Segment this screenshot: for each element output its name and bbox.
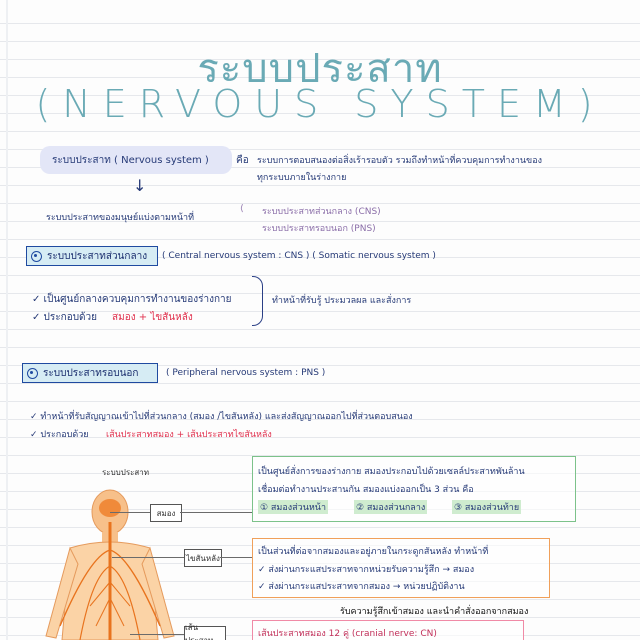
- title-thai: ระบบประสาท: [197, 46, 443, 92]
- division-text: ระบบประสาทของมนุษย์แบ่งตามหน้าที่: [46, 213, 195, 223]
- branch-arrow-icon: ⟨: [240, 204, 244, 214]
- title-english: (NERVOUS SYSTEM): [35, 82, 605, 126]
- pns-point1: ✓ ทำหน้าที่รับสัญญาณเข้าไปที่ส่วนกลาง (ส…: [30, 412, 413, 422]
- lightbulb-icon: [31, 250, 42, 262]
- body-figure-illustration: [45, 489, 175, 640]
- brain-line1: เป็นศูนย์สั่งการของร่างกาย สมองประกอบไปด…: [258, 467, 525, 477]
- lightbulb-icon: [27, 367, 38, 379]
- connector-brain: [110, 512, 150, 513]
- label-spinal: ไขสันหลัง: [184, 549, 222, 567]
- connector-spinal-box: [220, 557, 252, 558]
- cns-heading-box: ระบบประสาทส่วนกลาง: [26, 246, 158, 266]
- connector-brain-box: [180, 512, 252, 513]
- brain-line2: เชื่อมต่อทำงานประสานกัน สมองแบ่งออกเป็น …: [258, 485, 474, 495]
- nerve-box-text: เส้นประสาทสมอง 12 คู่ (cranial nerve: CN…: [258, 629, 437, 639]
- pns-point2-red: เส้นประสาทสมอง + เส้นประสาทไขสันหลัง: [106, 430, 272, 440]
- division-branch2: ระบบประสาทรอบนอก (PNS): [262, 224, 376, 234]
- definition-term: ระบบประสาท ( Nervous system ): [52, 155, 209, 166]
- spinal-line1: เป็นส่วนที่ต่อจากสมองและอยู่ภายในกระดูกส…: [258, 547, 489, 557]
- nerve-info-box: [252, 620, 524, 640]
- cns-summary: ทำหน้าที่รับรู้ ประมวลผล และสั่งการ: [272, 296, 412, 306]
- cns-heading: ระบบประสาทส่วนกลาง: [47, 250, 148, 262]
- diagram-caption: ระบบประสาท: [102, 468, 150, 477]
- brain-part-2: ② สมองส่วนกลาง: [354, 500, 428, 514]
- down-arrow-icon: ↓: [133, 176, 147, 195]
- definition-line1: ระบบการตอบสนองต่อสิ่งเร้ารอบตัว รวมถึงทำ…: [257, 156, 542, 166]
- cns-brace: [252, 276, 263, 326]
- cns-point2-red: สมอง + ไขสันหลัง: [112, 312, 193, 323]
- connector-nerve: [130, 634, 184, 635]
- pns-heading: ระบบประสาทรอบนอก: [43, 367, 139, 379]
- cns-point2-prefix: ✓ ประกอบด้วย: [32, 312, 98, 323]
- margin-line: [6, 0, 8, 640]
- cns-subheading: ( Central nervous system : CNS ) ( Somat…: [162, 251, 436, 261]
- connector-spinal: [112, 557, 184, 558]
- definition-line2: ทุกระบบภายในร่างกาย: [257, 173, 347, 183]
- nerve-note: รับความรู้สึกเข้าสมอง และนำคำสั่งออกจากส…: [340, 607, 529, 617]
- pns-point2-prefix: ✓ ประกอบด้วย: [30, 430, 89, 440]
- definition-connector: คือ: [236, 155, 249, 166]
- spinal-line2: ✓ ส่งผ่านกระแสประสาทจากหน่วยรับความรู้สึ…: [258, 565, 475, 575]
- division-branch1: ระบบประสาทส่วนกลาง (CNS): [262, 207, 381, 217]
- brain-part-3: ③ สมองส่วนท้าย: [452, 500, 522, 514]
- brain-part-1: ① สมองส่วนหน้า: [258, 500, 328, 514]
- pns-heading-box: ระบบประสาทรอบนอก: [22, 363, 158, 383]
- pns-subheading: ( Peripheral nervous system : PNS ): [166, 368, 326, 378]
- label-brain: สมอง: [150, 504, 182, 522]
- spinal-info-box: [252, 538, 550, 598]
- spinal-line3: ✓ ส่งผ่านกระแสประสาทจากสมอง → หน่วยปฏิบั…: [258, 582, 465, 592]
- cns-point1: ✓ เป็นศูนย์กลางควบคุมการทำงานของร่างกาย: [32, 294, 232, 305]
- term-highlight: [40, 146, 232, 174]
- label-nerve: เส้นประสาท: [184, 623, 226, 640]
